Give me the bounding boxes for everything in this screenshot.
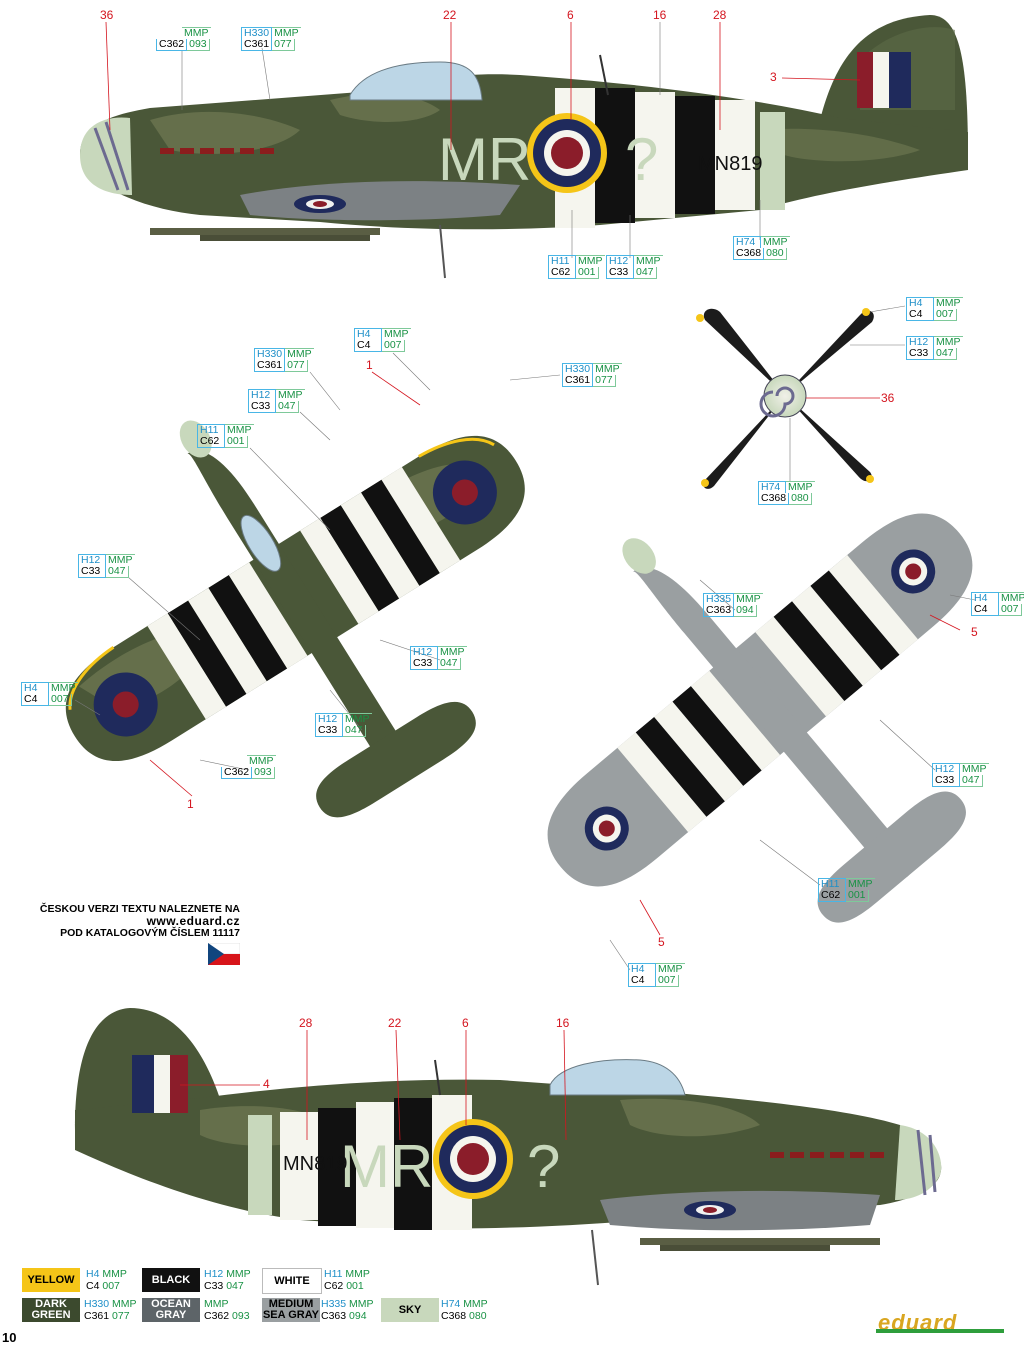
legend-swatch-yellow: YELLOW (22, 1268, 80, 1292)
marking-number-4: 4 (263, 1077, 270, 1091)
marking-number-3: 3 (770, 70, 777, 84)
upper-surface-plan (65, 420, 525, 818)
top-side-profile: MR ? MN819 (80, 15, 968, 279)
page-number: 10 (2, 1330, 17, 1345)
individual-letter-top: ? (625, 126, 658, 193)
marking-number-22: 22 (388, 1016, 402, 1030)
legend-codes-medium-sea-gray: H335 MMP C363 094 (321, 1298, 374, 1322)
legend-codes-ocean-gray: MMP C362 093 (204, 1298, 250, 1322)
czech-text-note: ČESKOU VERZI TEXTU NALEZNETE NA www.edua… (30, 903, 241, 968)
marking-number-5: 5 (971, 625, 978, 639)
marking-number-22: 22 (443, 8, 457, 22)
legend-codes-white: H11 MMP C62 001 (324, 1268, 370, 1292)
individual-letter-bottom: ? (527, 1133, 560, 1200)
marking-number-1: 1 (187, 797, 194, 811)
code-letters-bottom: MR (340, 1133, 433, 1200)
marking-number-36: 36 (100, 8, 114, 22)
marking-number-1: 1 (366, 358, 373, 372)
legend-swatch-ocean-gray: OCEAN GRAY (142, 1298, 200, 1322)
bottom-side-profile: MR ? MN819 (75, 1008, 942, 1286)
logo-underline (876, 1329, 1004, 1333)
code-letters-top: MR (438, 126, 531, 193)
legend-codes-black: H12 MMP C33 047 (204, 1268, 251, 1292)
legend-swatch-sky: SKY (381, 1298, 439, 1322)
marking-number-36-prop: 36 (881, 391, 895, 405)
legend-swatch-white: WHITE (262, 1268, 322, 1294)
czech-flag-icon (207, 942, 241, 965)
marking-number-16: 16 (556, 1016, 570, 1030)
serial-top: MN819 (698, 153, 762, 175)
legend-codes-yellow: H4 MMP C4 007 (86, 1268, 127, 1292)
marking-number-28: 28 (713, 8, 727, 22)
legend-codes-dark-green: H330 MMP C361 077 (84, 1298, 137, 1322)
note-line-3: POD KATALOGOVÝM ČÍSLEM 11117 (60, 927, 240, 939)
marking-number-6: 6 (567, 8, 574, 22)
legend-swatch-dark-green: DARK GREEN (22, 1298, 80, 1322)
marking-number-6: 6 (462, 1016, 469, 1030)
serial-bottom: MN819 (283, 1153, 347, 1175)
legend-codes-sky: H74 MMP C368 080 (441, 1298, 488, 1322)
note-line-1: ČESKOU VERZI TEXTU NALEZNETE NA (39, 903, 240, 915)
lower-surface-plan (547, 513, 973, 923)
marking-number-5: 5 (658, 935, 665, 949)
propeller-front-view (696, 308, 874, 489)
marking-number-28: 28 (299, 1016, 313, 1030)
legend-swatch-black: BLACK (142, 1268, 200, 1292)
note-website-link[interactable]: www.eduard.cz (146, 914, 240, 928)
marking-number-16: 16 (653, 8, 667, 22)
legend-swatch-medium-sea-gray: MEDIUM SEA GRAY (262, 1298, 320, 1322)
